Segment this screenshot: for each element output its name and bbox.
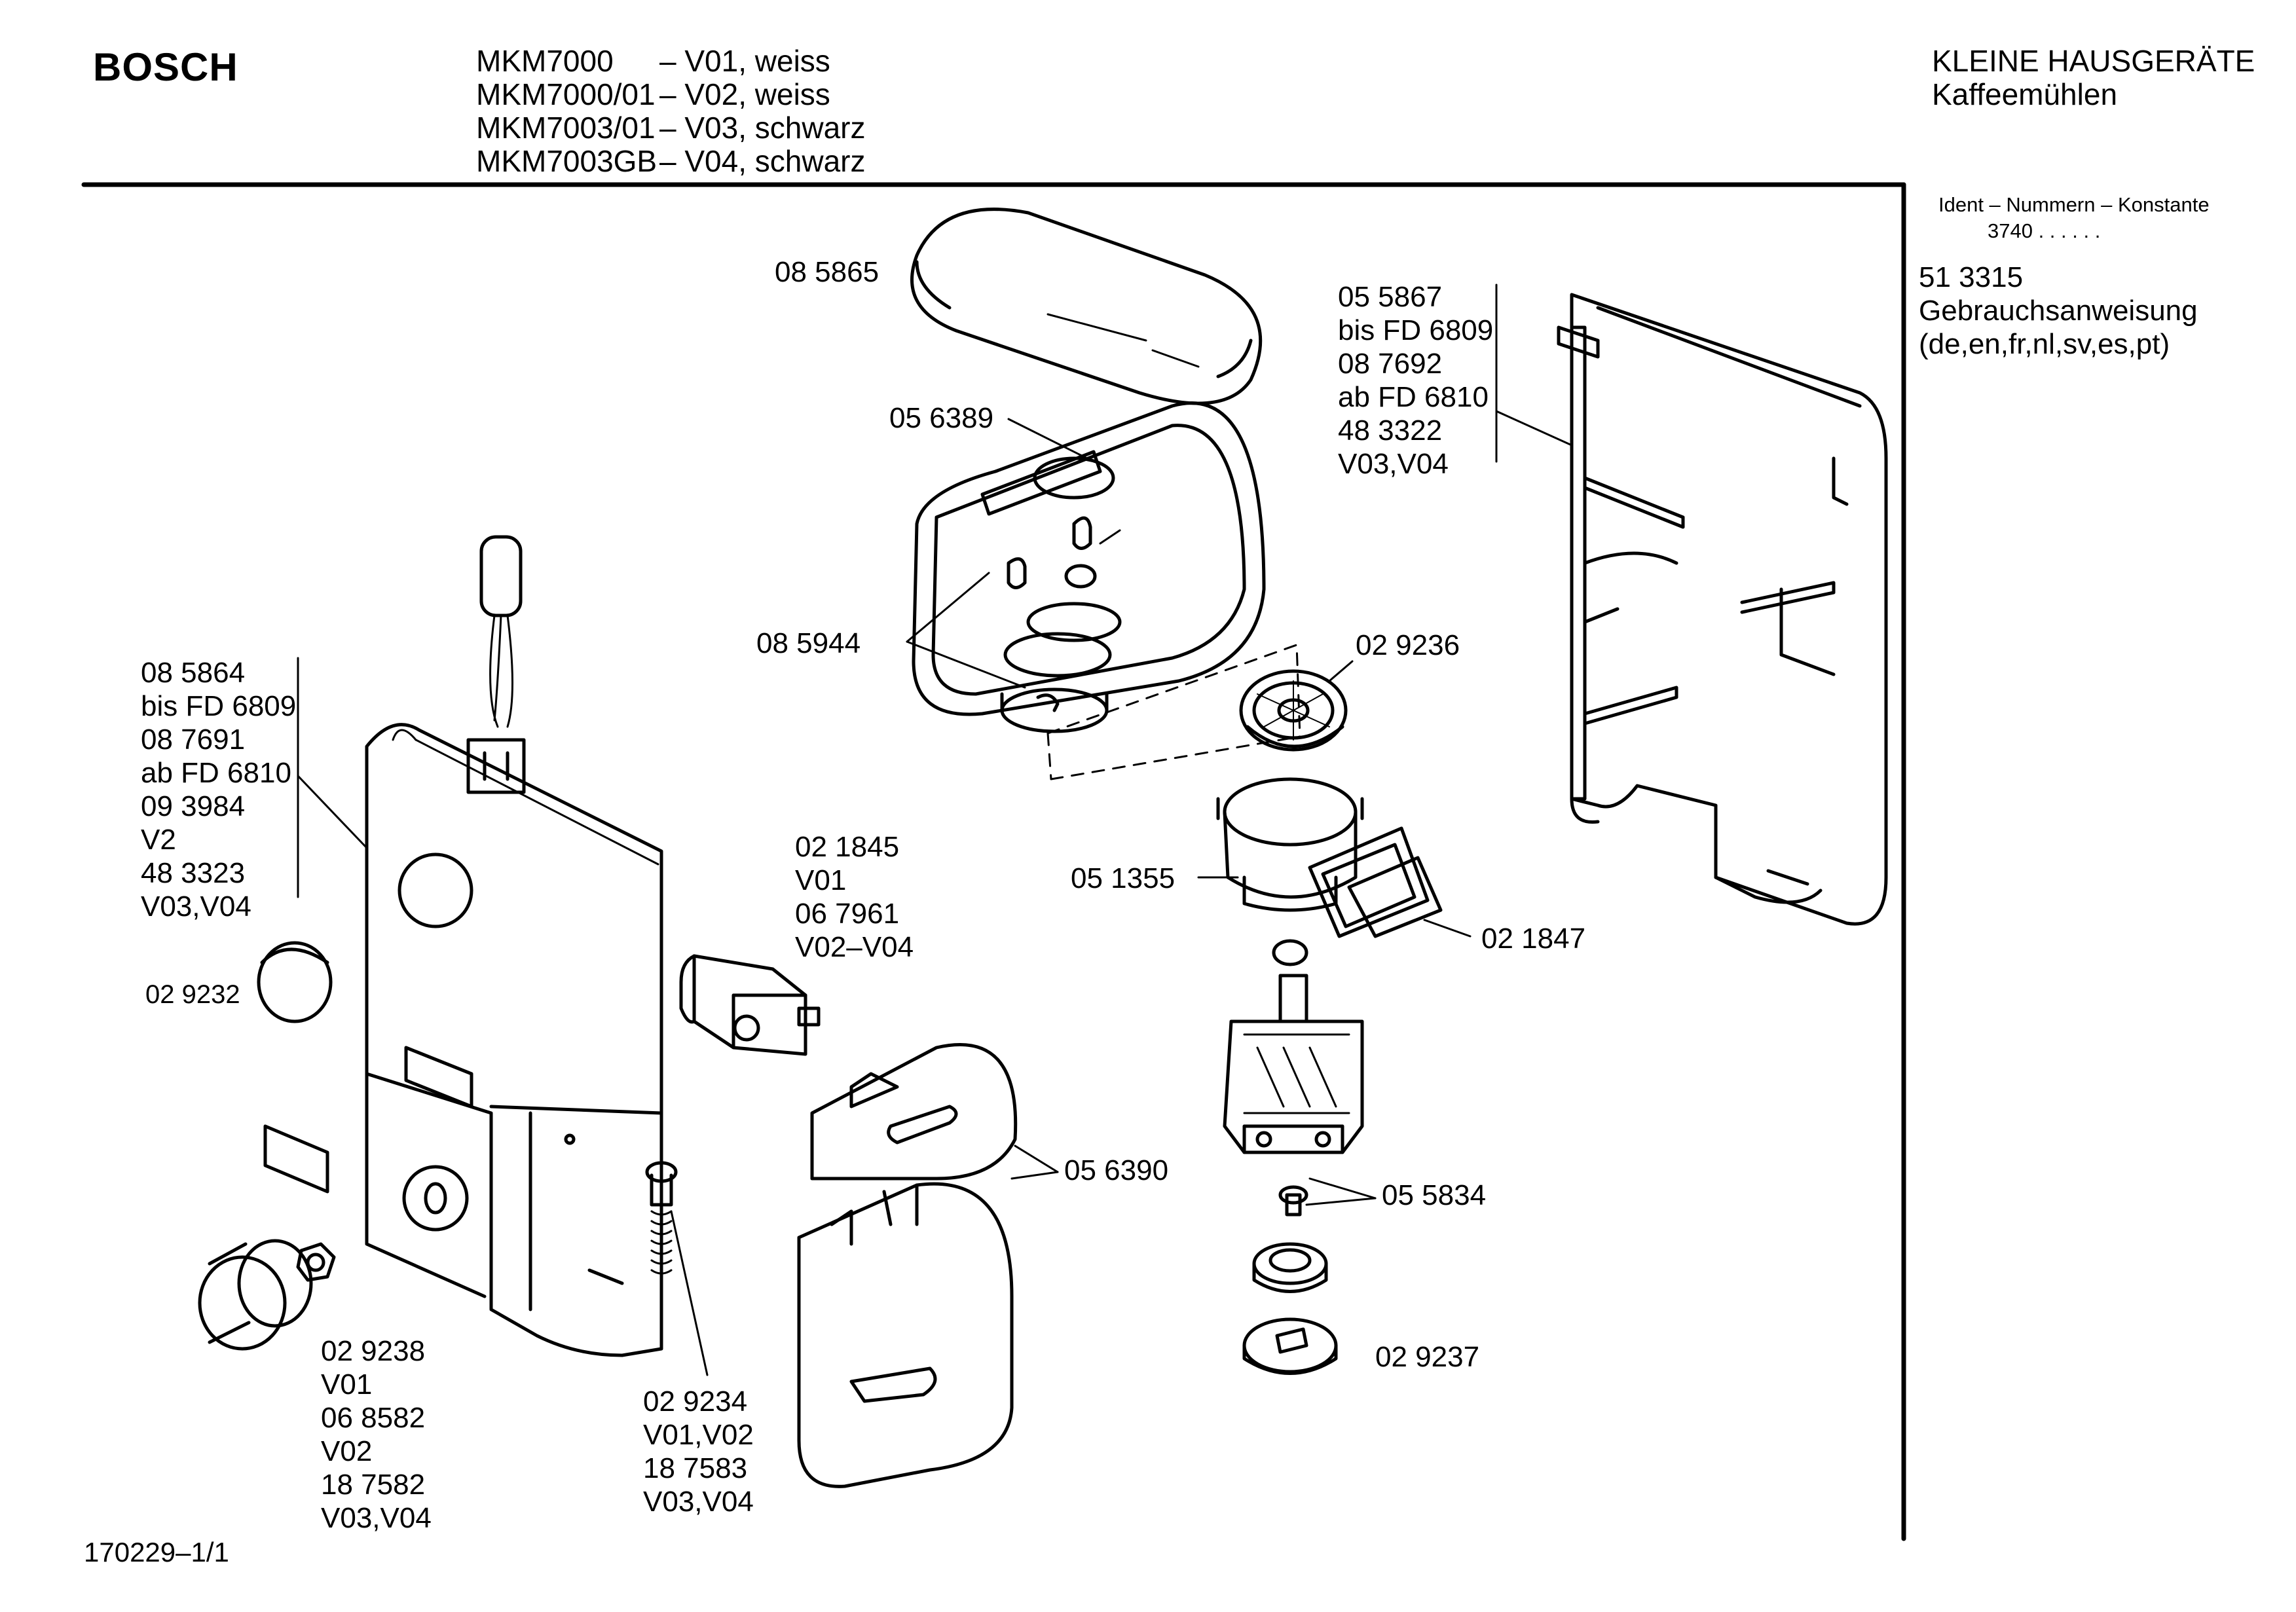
capacitor-part[interactable] — [466, 535, 526, 794]
coffee-container-part[interactable] — [797, 1182, 1014, 1488]
bean-container-part[interactable] — [912, 401, 1266, 733]
model-number: MKM7003GB — [476, 144, 657, 178]
model-row: MKM7003/01– V03, schwarz — [476, 111, 865, 145]
manual-title: Gebrauchsanweisung — [1919, 295, 2198, 327]
model-list: MKM7000 – V01, weiss MKM7000/01– V02, wei… — [476, 45, 865, 178]
part-label-02-9236: 02 9236 — [1356, 629, 1460, 661]
switch-part[interactable] — [679, 954, 821, 1056]
manual-number: 51 3315 — [1919, 261, 2024, 293]
washer-part[interactable] — [1272, 939, 1308, 966]
leader-line — [1308, 1177, 1377, 1200]
leader-line — [670, 1210, 709, 1376]
assembly-guide-lines — [1046, 644, 1301, 780]
part-label-05-5867: 05 5867 bis FD 6809 08 7692 ab FD 6810 4… — [1338, 281, 1494, 480]
leader-line — [1423, 919, 1472, 938]
motor-part[interactable] — [1223, 974, 1364, 1154]
category-title: KLEINE HAUSGERÄTE — [1932, 44, 2255, 78]
part-label-05-5834: 05 5834 — [1382, 1179, 1487, 1211]
ident-value: 3740 . . . . . . — [1988, 219, 2101, 242]
part-label-02-9234: 02 9234 V01,V02 18 7583 V03,V04 — [643, 1385, 754, 1518]
rating-plate-part[interactable] — [263, 1124, 329, 1194]
spring-bolt-part[interactable] — [645, 1161, 678, 1275]
adjustment-knob-part[interactable] — [1242, 1317, 1338, 1375]
model-row: MKM7000/01– V02, weiss — [476, 78, 865, 111]
manual-reference: 51 3315 Gebrauchsanweisung (de,en,fr,nl,… — [1919, 261, 2198, 361]
part-label-05-1355: 05 1355 — [1071, 862, 1176, 894]
part-label-05-6389: 05 6389 — [889, 402, 994, 434]
model-number: MKM7000/01 — [476, 77, 656, 111]
leader-line — [1007, 418, 1088, 460]
part-label-05-6390: 05 6390 — [1064, 1154, 1169, 1186]
leader-line — [1328, 660, 1354, 682]
model-row: MKM7003GB– V04, schwarz — [476, 145, 865, 178]
leader-line — [297, 775, 368, 849]
rear-housing-part[interactable] — [1557, 293, 1888, 926]
leader-line — [1010, 1171, 1059, 1180]
leader-line — [906, 640, 1026, 689]
lid-part[interactable] — [910, 208, 1263, 405]
leader-line — [1495, 410, 1573, 447]
coffee-container-lid-part[interactable] — [810, 1043, 1018, 1181]
part-label-02-9232: 02 9232 — [145, 980, 240, 1009]
screw-part[interactable] — [1278, 1185, 1308, 1217]
front-housing-part[interactable] — [365, 723, 663, 1357]
model-row: MKM7000 – V01, weiss — [476, 45, 865, 78]
model-variant: – V02, weiss — [659, 77, 830, 111]
gasket-part[interactable] — [1308, 826, 1443, 938]
burr-holder-part[interactable] — [1216, 777, 1364, 912]
category-block: KLEINE HAUSGERÄTE Kaffeemühlen — [1932, 45, 2255, 111]
switch-cap-part[interactable] — [257, 941, 333, 1023]
hex-nut-part[interactable] — [296, 1242, 336, 1282]
upper-burr-part[interactable] — [1239, 669, 1348, 752]
model-number: MKM7003/01 — [476, 111, 656, 145]
part-label-08-5944: 08 5944 — [756, 627, 861, 659]
subcategory-title: Kaffeemühlen — [1932, 77, 2118, 111]
model-variant: – V03, schwarz — [659, 111, 866, 145]
ident-title: Ident – Nummern – Konstante — [1938, 193, 2210, 216]
part-label-02-1847: 02 1847 — [1481, 923, 1586, 955]
part-label-02-9237: 02 9237 — [1375, 1341, 1480, 1373]
part-label-08-5864: 08 5864 bis FD 6809 08 7691 ab FD 6810 0… — [141, 657, 297, 923]
part-label-02-1845: 02 1845 V01 06 7961 V02–V04 — [795, 831, 914, 963]
leader-lines — [297, 284, 1573, 1376]
brand-logo: BOSCH — [93, 45, 238, 89]
part-label-08-5865: 08 5865 — [775, 256, 880, 288]
leader-line — [1305, 1197, 1377, 1206]
model-number: MKM7000 — [476, 44, 614, 78]
model-variant: – V04, schwarz — [659, 144, 866, 178]
grommet-part[interactable] — [1252, 1242, 1328, 1293]
leader-line — [1014, 1145, 1059, 1173]
rotary-knob-part[interactable] — [198, 1239, 313, 1351]
model-variant: – V01, weiss — [659, 44, 830, 78]
manual-languages: (de,en,fr,nl,sv,es,pt) — [1919, 328, 2170, 360]
drawing-id: 170229–1/1 — [84, 1537, 229, 1567]
leader-line — [906, 572, 990, 643]
part-label-02-9238: 02 9238 V01 06 8582 V02 18 7582 V03,V04 — [321, 1335, 432, 1534]
